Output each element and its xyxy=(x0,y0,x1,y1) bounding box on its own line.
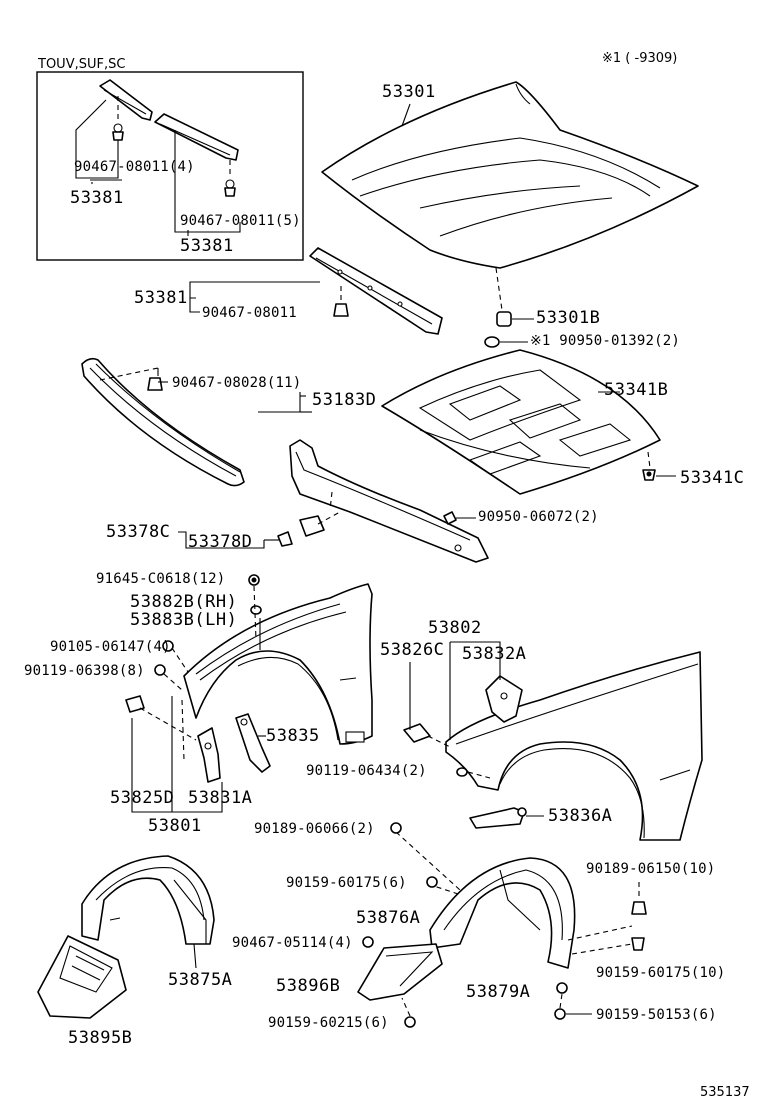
label-90159-50153: 90159-50153(6) xyxy=(596,1007,717,1023)
front-seal-clip xyxy=(277,515,325,547)
label-53801: 53801 xyxy=(148,816,202,836)
hood-cushion xyxy=(496,311,534,327)
fender-clip-53882B xyxy=(250,605,262,615)
label-90467-08011-5: 90467-08011(5) xyxy=(180,213,301,229)
label-90467-08011: 90467-08011 xyxy=(202,305,297,321)
inset-seal-strip-right xyxy=(154,113,239,161)
label-53883B-lh: 53883B(LH) xyxy=(130,610,238,630)
shield-bolt-90159-60215 xyxy=(401,997,416,1028)
label-53381-inset-right: 53381 xyxy=(180,236,234,256)
dash-53183D-clip xyxy=(99,367,159,381)
fender-bracket-53832A xyxy=(485,675,523,723)
engine-shield-53895B xyxy=(37,935,127,1019)
front-fender-right xyxy=(445,651,703,841)
liner-clip-90189-06150 xyxy=(631,882,647,915)
fender-bracket-53825D xyxy=(125,695,197,741)
label-53826C: 53826C xyxy=(380,640,445,660)
date-range-note: ※1 ( -9309) xyxy=(602,51,678,66)
seal-53183D xyxy=(81,357,245,487)
label-53876A: 53876A xyxy=(356,908,421,928)
label-53875A: 53875A xyxy=(168,970,233,990)
fender-bolt-90119-06434 xyxy=(456,767,491,779)
label-53378C: 53378C xyxy=(106,522,171,542)
inset-leader-right xyxy=(174,130,241,233)
fender-bolt-90119 xyxy=(154,664,183,691)
seal-clip-90950 xyxy=(443,511,476,525)
label-53341C: 53341C xyxy=(680,468,745,488)
label-53895B: 53895B xyxy=(68,1028,133,1048)
liner-screw-90159-60175-10 xyxy=(631,937,645,951)
liner-screw-90159-50153 xyxy=(554,993,592,1020)
front-seal-bar xyxy=(289,439,489,563)
label-90119-06434: 90119-06434(2) xyxy=(306,763,427,779)
engine-shield-53896B xyxy=(357,943,443,1001)
label-90105-06147: 90105-06147(4) xyxy=(50,639,171,655)
label-90950-06072: 90950-06072(2) xyxy=(478,509,599,525)
label-90189-06150: 90189-06150(10) xyxy=(586,861,716,877)
label-90159-60175-10: 90159-60175(10) xyxy=(596,965,726,981)
fender-bracket-53831A xyxy=(197,727,221,783)
label-53825D: 53825D xyxy=(110,788,175,808)
liner-screw-90159-60175-6 xyxy=(426,876,438,888)
label-53183D: 53183D xyxy=(312,390,377,410)
liner-clip-90189-06066 xyxy=(390,822,402,834)
label-90159-60175-6: 90159-60175(6) xyxy=(286,875,407,891)
label-53835: 53835 xyxy=(266,726,320,746)
inset-frame xyxy=(36,71,304,261)
illustration-number: 535137 xyxy=(700,1085,750,1100)
hood-clip xyxy=(484,336,528,348)
label-53301B: 53301B xyxy=(536,308,601,328)
label-90467-08028: 90467-08028(11) xyxy=(172,375,302,391)
fender-bracket-53835 xyxy=(235,713,271,773)
inset-seal-strip-left xyxy=(99,79,153,121)
label-53802: 53802 xyxy=(428,618,482,638)
leader-53801 xyxy=(131,718,223,813)
label-53378D: 53378D xyxy=(188,532,253,552)
fender-bolt-91645 xyxy=(248,574,260,586)
fender-bracket-53826C xyxy=(403,723,453,749)
label-90159-60215: 90159-60215(6) xyxy=(268,1015,389,1031)
leader-53301 xyxy=(401,103,411,127)
dash-hood-cushion xyxy=(495,267,503,311)
label-53381-inset-left: 53381 xyxy=(70,188,124,208)
label-53381-main: 53381 xyxy=(134,288,188,308)
seal-53183D-clip xyxy=(147,377,168,391)
fender-liner-53875A xyxy=(81,855,215,945)
label-53301: 53301 xyxy=(382,82,436,102)
inset-applicability-note: TOUV,SUF,SC xyxy=(38,57,126,72)
label-90119-06398: 90119-06398(8) xyxy=(24,663,145,679)
shield-bolt-90467-05114 xyxy=(362,936,374,948)
label-90467-05114: 90467-05114(4) xyxy=(232,935,353,951)
label-91645-C0618: 91645-C0618(12) xyxy=(96,571,226,587)
seal-strip-53381 xyxy=(309,247,443,335)
label-90189-06066: 90189-06066(2) xyxy=(254,821,375,837)
label-53896B: 53896B xyxy=(276,976,341,996)
label-90950-01392: ※1 90950-01392(2) xyxy=(530,333,680,349)
liner-clip-53879A xyxy=(556,982,568,994)
seal-strip-clip xyxy=(333,286,349,317)
fender-liner-53876A xyxy=(429,857,576,969)
inset-clip-2 xyxy=(224,160,236,197)
label-53882B-rh: 53882B(RH) xyxy=(130,592,238,612)
insulator-clip xyxy=(642,451,676,481)
label-53341B: 53341B xyxy=(604,380,669,400)
label-53832A: 53832A xyxy=(462,644,527,664)
label-53836A: 53836A xyxy=(548,806,613,826)
fender-bolt-90105 xyxy=(162,640,189,673)
inset-clip-1 xyxy=(112,96,124,141)
inset-leader-left xyxy=(75,99,119,179)
front-fender-left xyxy=(183,583,373,745)
label-53831A: 53831A xyxy=(188,788,253,808)
hood-panel xyxy=(321,81,699,269)
fender-bracket-53836A xyxy=(469,807,544,829)
label-90467-08011-4: 90467-08011(4) xyxy=(74,159,195,175)
leader-53381-main xyxy=(189,281,320,299)
label-53879A: 53879A xyxy=(466,982,531,1002)
hood-insulator xyxy=(381,349,661,495)
